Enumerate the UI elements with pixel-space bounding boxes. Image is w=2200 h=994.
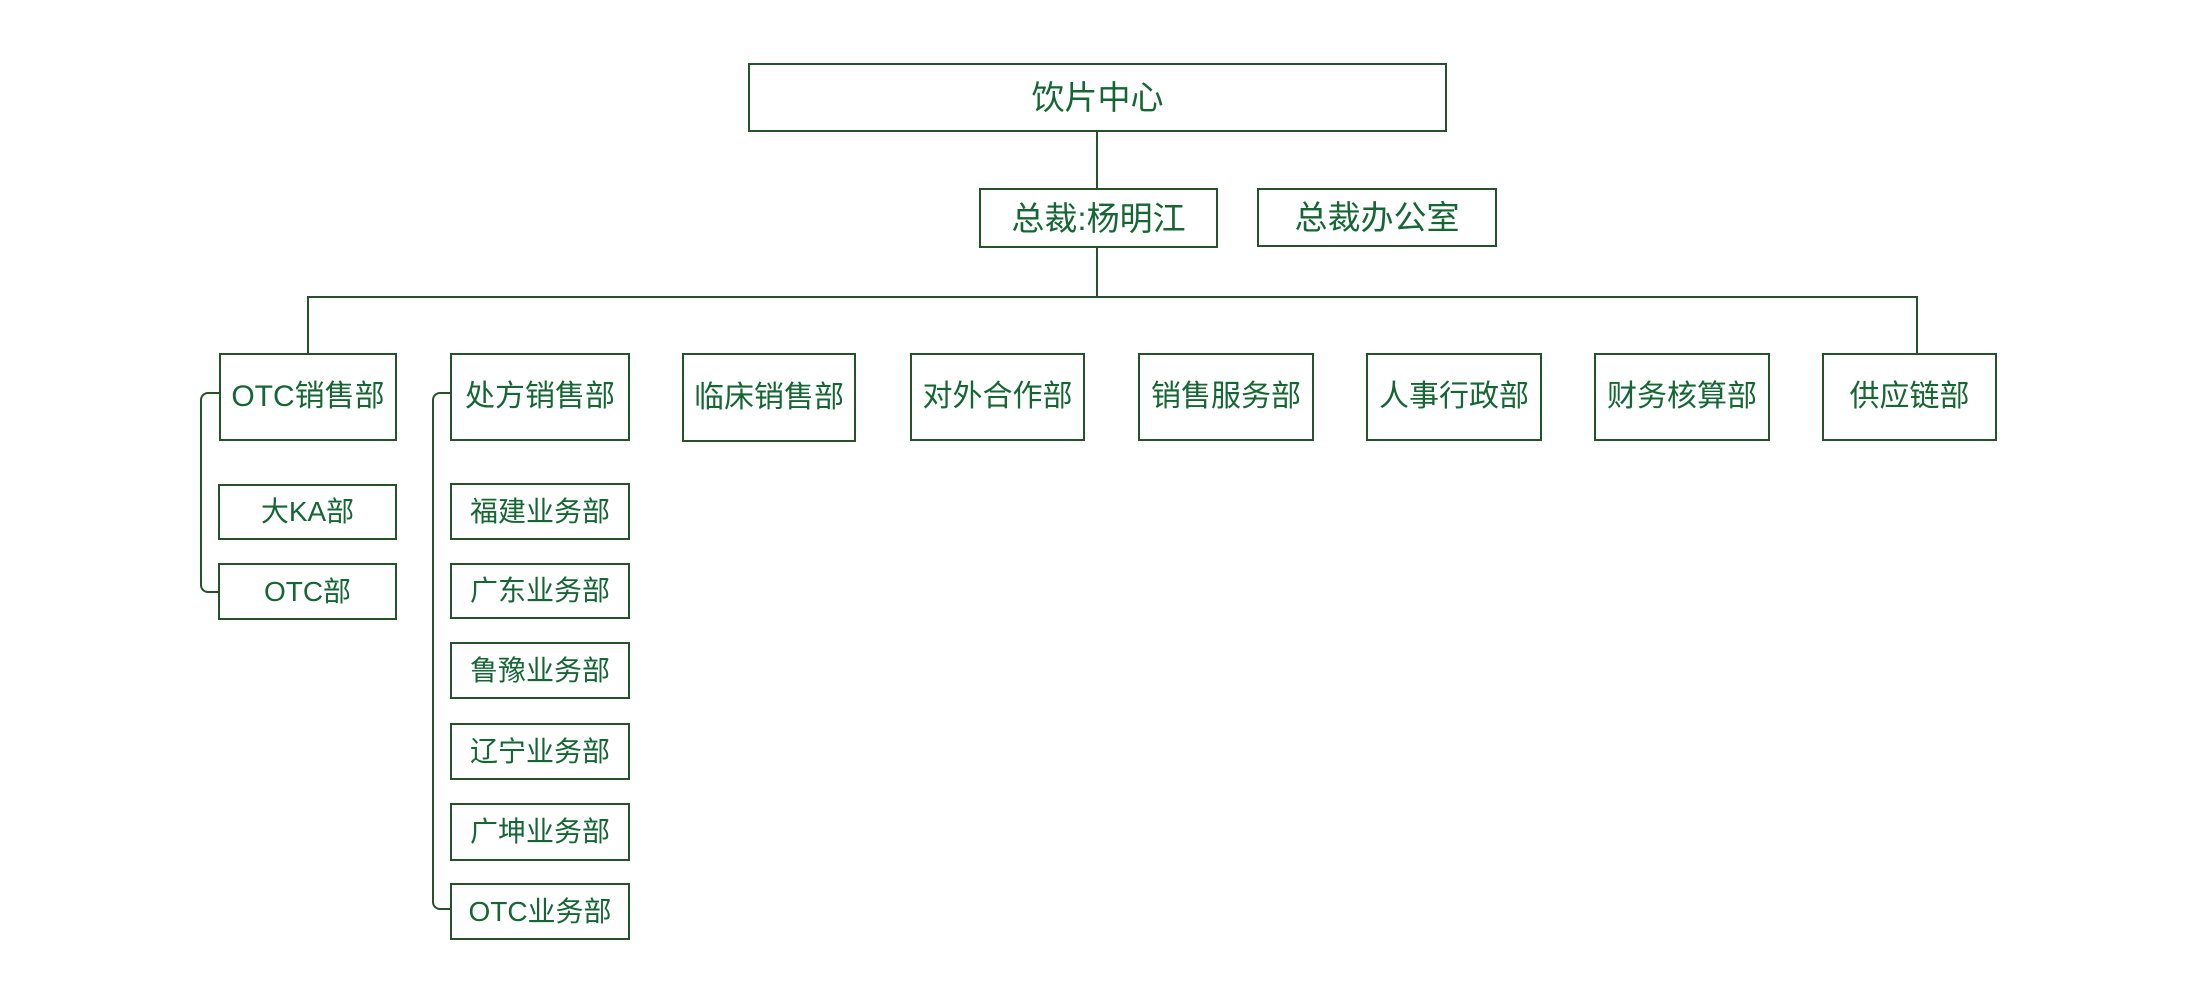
node-president[interactable]: 总裁:杨明江 [979,188,1218,248]
node-sub-otc[interactable]: OTC部 [218,563,397,620]
connector-root-president [1096,132,1098,188]
node-dept-hr-admin[interactable]: 人事行政部 [1366,353,1542,441]
node-dept-prescription-sales[interactable]: 处方销售部 [450,353,630,441]
node-dept-finance-accounting[interactable]: 财务核算部 [1594,353,1770,441]
node-sub-big-ka[interactable]: 大KA部 [218,484,397,540]
node-dept-clinical-sales[interactable]: 临床销售部 [682,353,856,442]
node-sub-liaoning[interactable]: 辽宁业务部 [450,723,630,780]
node-president-office[interactable]: 总裁办公室 [1257,188,1497,247]
node-root[interactable]: 饮片中心 [748,63,1447,132]
node-sub-luyu[interactable]: 鲁豫业务部 [450,642,630,699]
node-dept-sales-service[interactable]: 销售服务部 [1138,353,1314,441]
node-sub-guangkun[interactable]: 广坤业务部 [450,803,630,861]
node-dept-external-cooperation[interactable]: 对外合作部 [910,353,1085,441]
node-dept-otc-sales[interactable]: OTC销售部 [219,353,397,441]
connector-president-bus [1096,248,1098,297]
connector-departments-bus [307,296,1918,353]
node-dept-supply-chain[interactable]: 供应链部 [1822,353,1997,441]
node-sub-otc-business[interactable]: OTC业务部 [450,883,630,940]
connector-prescription-sales-children [432,392,451,910]
node-sub-guangdong[interactable]: 广东业务部 [450,563,630,619]
connector-otc-sales-children [200,392,219,593]
node-sub-fujian[interactable]: 福建业务部 [450,483,630,540]
